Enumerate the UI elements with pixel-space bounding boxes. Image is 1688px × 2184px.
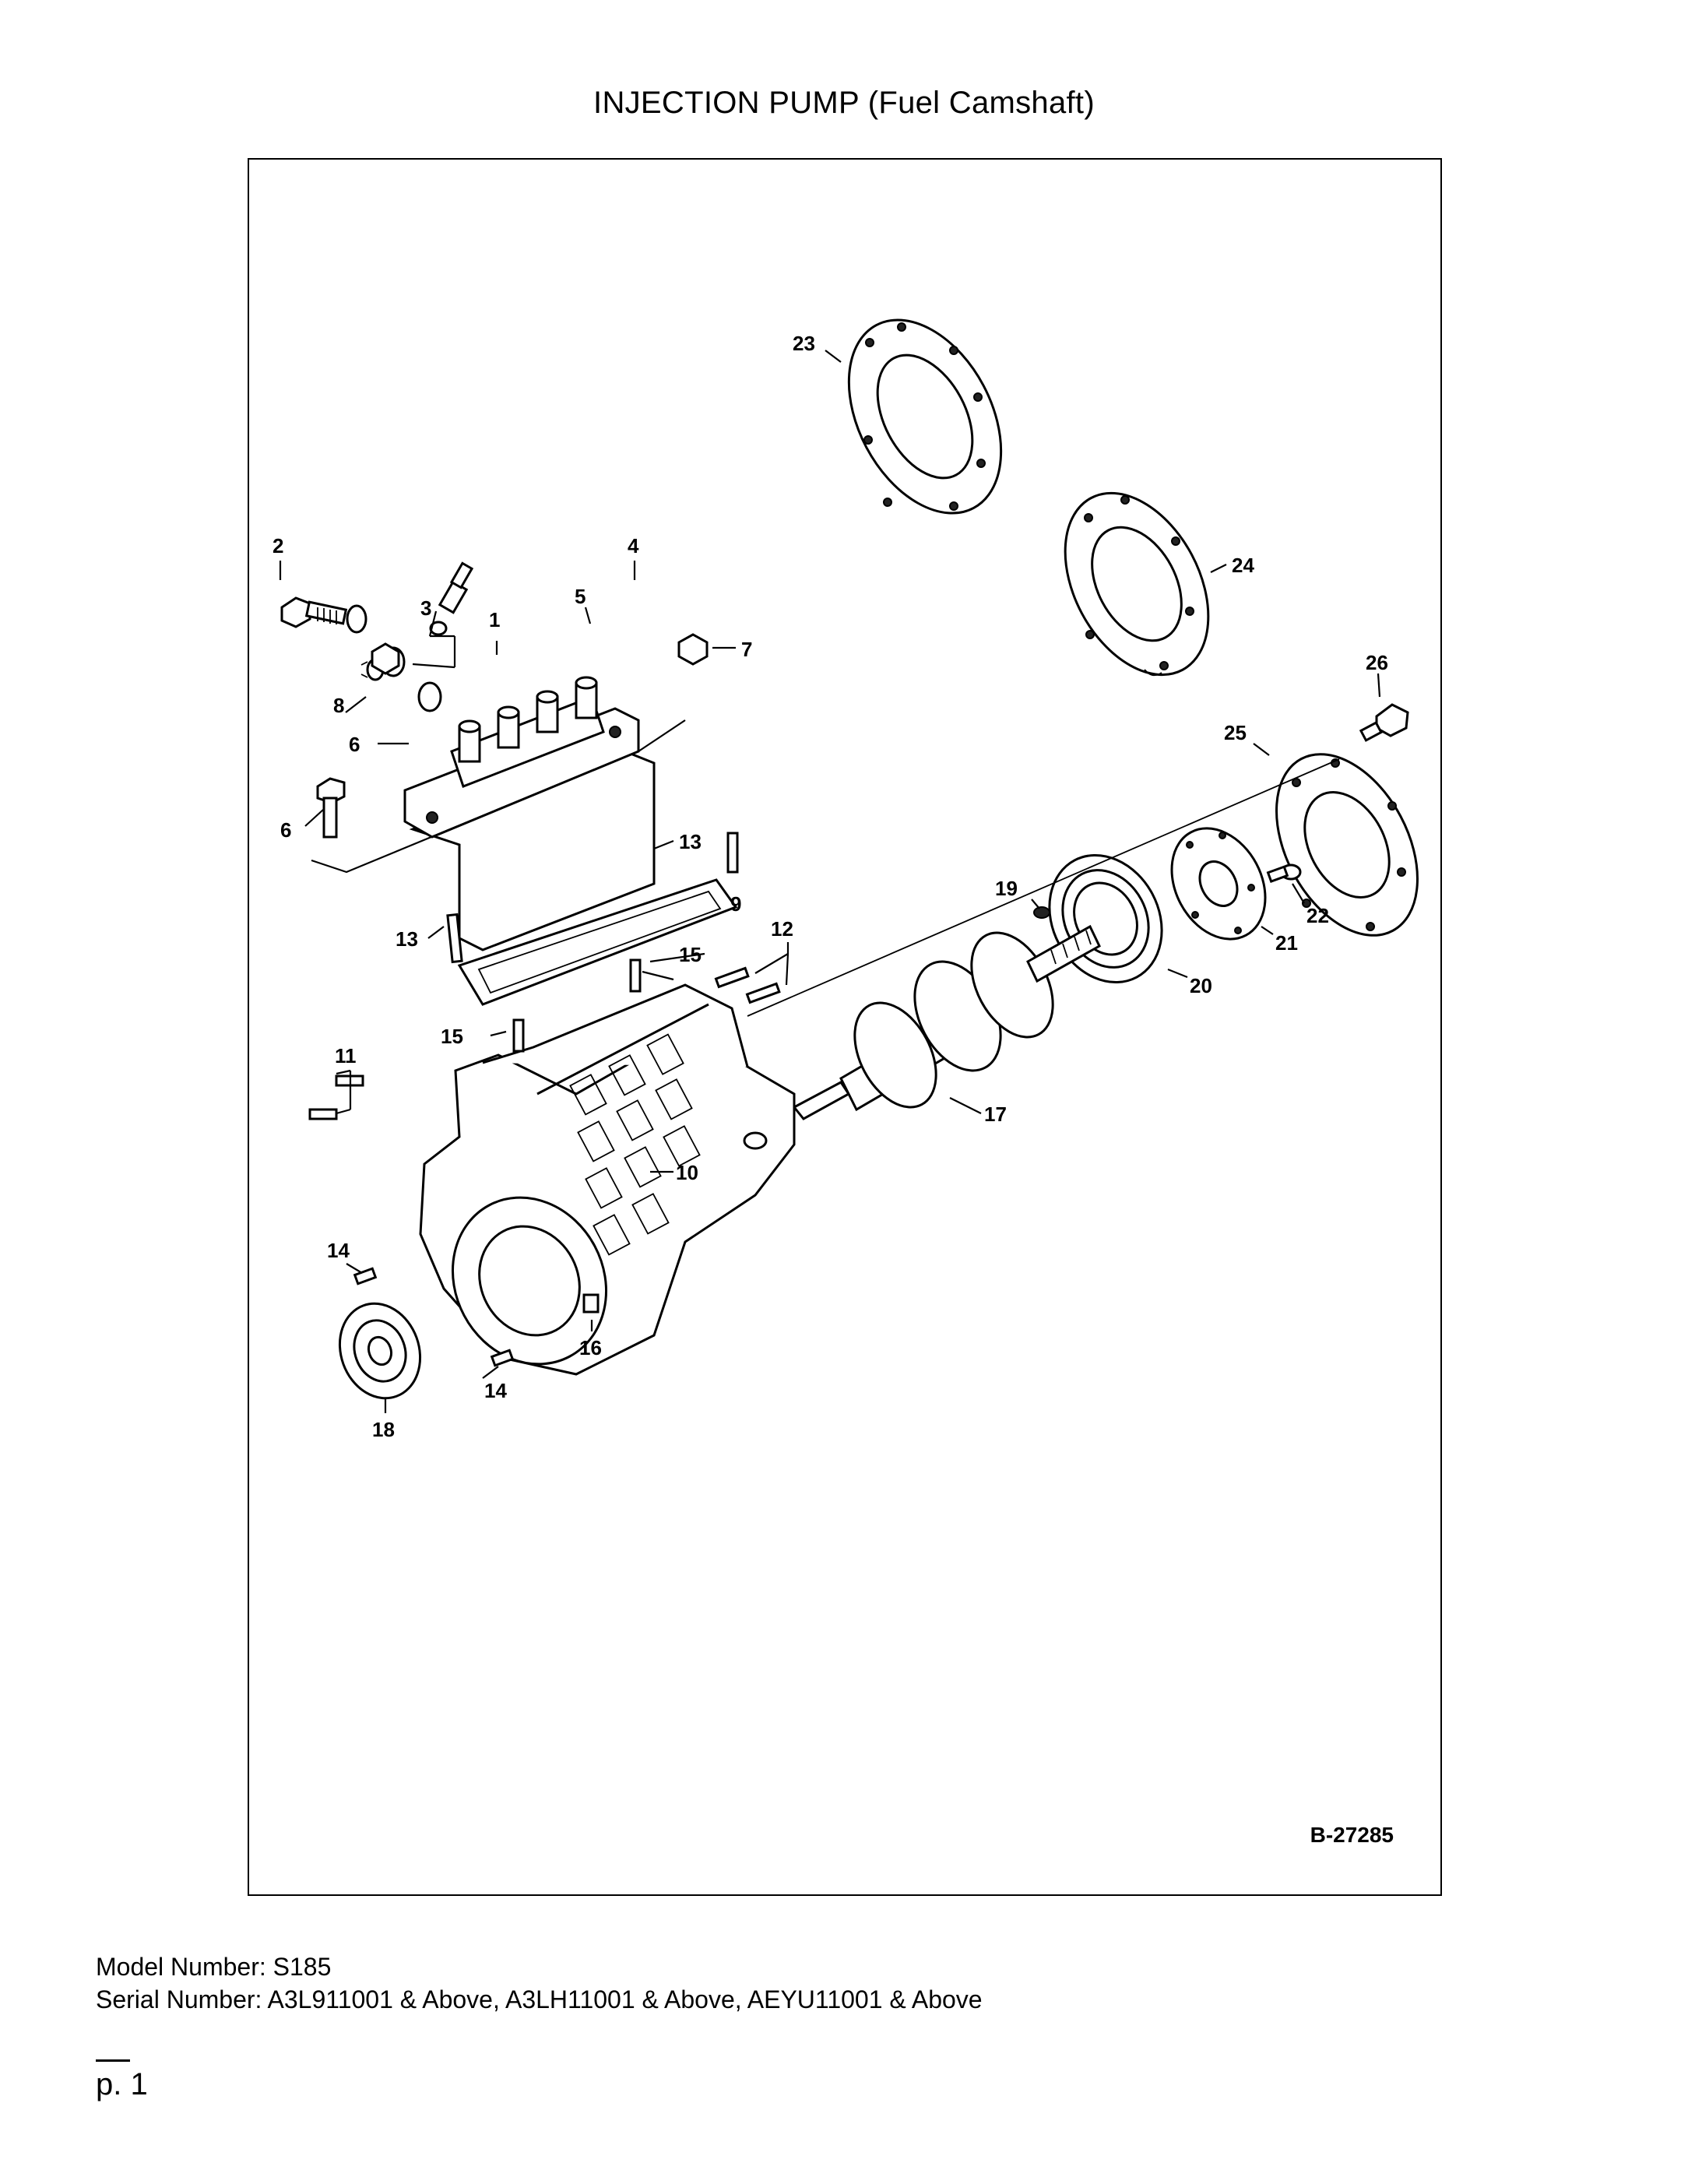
callout-15-left: 15 bbox=[441, 1025, 463, 1048]
page-number: p. 1 bbox=[96, 2067, 148, 2101]
bolt-2 bbox=[280, 596, 348, 628]
nut-7 bbox=[371, 633, 709, 675]
bolt-6 bbox=[316, 777, 346, 839]
figure-id: B-27285 bbox=[1310, 1823, 1394, 1847]
plug-16 bbox=[582, 1293, 600, 1314]
callout-18: 18 bbox=[372, 1418, 395, 1441]
gasket-24 bbox=[1064, 491, 1210, 677]
callout-14-left: 14 bbox=[327, 1239, 350, 1262]
exploded-parts-diagram: 2 3 1 4 5 7 6 8 6 13 13 9 12 15 15 11 10… bbox=[273, 318, 1419, 1441]
callout-3: 3 bbox=[420, 596, 431, 620]
studs-12 bbox=[714, 966, 781, 1004]
callout-16: 16 bbox=[579, 1336, 602, 1359]
gasket-9 bbox=[457, 878, 738, 1006]
callout-7-right: 7 bbox=[741, 638, 752, 661]
callout-10: 10 bbox=[676, 1161, 698, 1184]
leader-lines bbox=[279, 350, 1381, 1413]
pins-14 bbox=[353, 1267, 515, 1367]
callout-14-right: 14 bbox=[484, 1379, 507, 1402]
assembly-axis-line bbox=[747, 758, 1340, 1017]
studs-13 bbox=[446, 832, 739, 964]
callout-19: 19 bbox=[995, 877, 1018, 900]
gasket-23 bbox=[847, 318, 1003, 515]
retainer-plate-21 bbox=[1170, 827, 1267, 941]
callout-9: 9 bbox=[730, 892, 741, 916]
callout-21: 21 bbox=[1275, 931, 1298, 955]
callout-6: 6 bbox=[280, 818, 291, 842]
callout-17: 17 bbox=[984, 1103, 1007, 1126]
key-19 bbox=[1033, 906, 1050, 919]
callout-13-right: 13 bbox=[679, 830, 702, 853]
screw-22 bbox=[1266, 863, 1302, 883]
callout-20: 20 bbox=[1190, 974, 1212, 997]
figure-frame: 2 3 1 4 5 7 6 8 6 13 13 9 12 15 15 11 10… bbox=[248, 158, 1442, 1896]
injection-pump-body bbox=[403, 676, 656, 951]
bearing-18 bbox=[338, 1302, 422, 1400]
camshaft-17 bbox=[792, 924, 1101, 1120]
callout-1: 1 bbox=[489, 608, 500, 631]
footer: Model Number: S185 Serial Number: A3L911… bbox=[96, 1950, 983, 2016]
callout-12: 12 bbox=[771, 917, 793, 941]
footer-rule bbox=[96, 2059, 130, 2062]
valve-4 bbox=[438, 561, 474, 614]
callout-24: 24 bbox=[1232, 554, 1254, 577]
page-title: INJECTION PUMP (Fuel Camshaft) bbox=[593, 86, 1095, 120]
pump-housing-10 bbox=[419, 983, 796, 1376]
callout-15-right: 15 bbox=[679, 943, 702, 966]
bolt-26 bbox=[1359, 703, 1409, 742]
model-number: Model Number: S185 bbox=[96, 1953, 332, 1981]
cover-plate-25 bbox=[1275, 753, 1419, 937]
callout-11: 11 bbox=[335, 1044, 357, 1067]
serial-number: Serial Number: A3L911001 & Above, A3LH11… bbox=[96, 1985, 983, 2013]
callout-5: 5 bbox=[575, 585, 586, 608]
callout-26: 26 bbox=[1366, 651, 1388, 674]
callout-23: 23 bbox=[793, 332, 815, 355]
washer-5 bbox=[429, 621, 448, 636]
callout-8: 8 bbox=[333, 694, 344, 717]
callout-2: 2 bbox=[273, 534, 283, 557]
callout-13-left: 13 bbox=[396, 927, 418, 951]
callout-25: 25 bbox=[1224, 721, 1247, 744]
callout-22: 22 bbox=[1306, 904, 1329, 927]
callout-7-left: 6 bbox=[349, 733, 360, 756]
studs-11 bbox=[308, 1074, 364, 1120]
pins-15 bbox=[512, 958, 642, 1053]
callout-4: 4 bbox=[628, 534, 639, 557]
